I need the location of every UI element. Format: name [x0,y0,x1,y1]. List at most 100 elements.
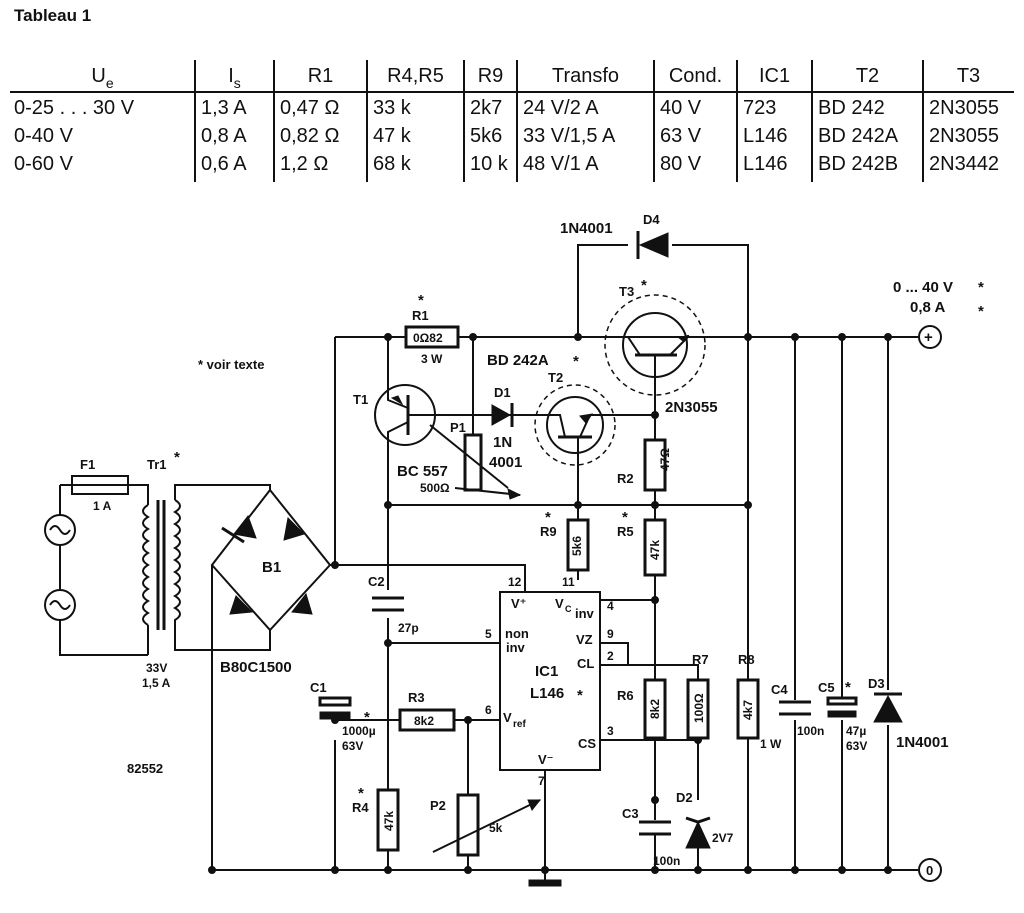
table-title: Tableau 1 [14,6,92,25]
table-header-cell: R9 [478,65,504,87]
d1-type2: 4001 [489,454,522,471]
table-cell: BD 242A [818,125,899,147]
r4-label: R4 [352,800,369,815]
t3-label: T3 [619,284,634,299]
p2-label: P2 [430,798,446,813]
t3-star: * [641,277,647,294]
table-cell: L146 [743,153,788,175]
table-cell: 33 k [373,97,412,119]
c5-value2: 63V [846,739,867,753]
t2-label: T2 [548,370,563,385]
table-cell: 2N3055 [929,125,999,147]
b1-label: B1 [262,559,281,576]
resistor-r5: 47k R5 * [617,509,667,577]
output-current-star: * [978,303,984,320]
c3-value: 100n [653,854,680,868]
ic1-vref: V [503,710,512,725]
table-cell: 723 [743,97,776,119]
table-cell: 40 V [660,97,702,119]
c1-label: C1 [310,680,327,695]
r3-label: R3 [408,690,425,705]
d3-label: D3 [868,676,885,691]
table-header-cell: R1 [308,65,334,87]
table-cell: 0,8 A [201,125,247,147]
r7-label: R7 [692,652,709,667]
t1-label: T1 [353,392,368,407]
table-cell: 47 k [373,125,412,147]
r6-value: 8k2 [648,699,662,719]
d1-label: D1 [494,385,511,400]
c1-value2: 63V [342,739,363,753]
table-cell: 1,2 Ω [280,153,328,175]
table-cell: BD 242B [818,153,898,175]
resistor-r2: 47Ω R2 [617,438,672,492]
ic1-type: L146 [530,685,564,702]
b1-type: B80C1500 [220,659,292,676]
d1-type1: 1N [493,434,512,451]
resistor-r1: 0Ω82 R1 * 3 W [404,292,460,366]
d2-value: 2V7 [712,831,734,845]
ic1-pin-9: 9 [607,627,614,641]
tr1-star: * [174,449,180,466]
table-cell: 10 k [470,153,509,175]
ic1-vz: VZ [576,632,593,647]
resistor-r3: 8k2 R3 [398,690,456,732]
capacitor-c3: C3 100n [622,806,680,868]
ic1-vc-sub: C [565,604,572,614]
r8-label: R8 [738,652,755,667]
ic1-pin-11: 11 [562,575,575,589]
t2-type: BD 242A [487,352,549,369]
table-cell: 33 V/1,5 A [523,125,616,147]
table-header-cell: T3 [957,65,980,87]
output-current: 0,8 A [910,299,945,316]
r1-star: * [418,292,424,309]
transistor-t2: T2 BD 242A * [487,352,655,466]
table-cell: 48 V/1 A [523,153,599,175]
r1-label: R1 [412,308,429,323]
r9-value: 5k6 [570,536,584,556]
ic1-star: * [577,687,583,704]
ic1-pin-12: 12 [508,575,522,589]
table-cell: 2k7 [470,97,502,119]
r9-star: * [545,509,551,526]
tr1-value1: 33V [146,661,167,675]
transistor-t3: T3 * 2N3055 [578,277,718,416]
d2-label: D2 [676,790,693,805]
output-voltage: 0 ... 40 V [893,279,953,296]
ac-source-icon [44,514,76,621]
c5-value1: 47µ [846,724,866,738]
tr1-value2: 1,5 A [142,676,171,690]
table-cell: 2N3442 [929,153,999,175]
table-header-subscript: e [106,75,114,91]
table-cell: 80 V [660,153,702,175]
figure-id: 82552 [127,761,163,776]
table-cell: 0-40 V [14,125,74,147]
table-header-cell: IC1 [759,65,790,87]
table-cell: 0,6 A [201,153,247,175]
ic1-vminus: V⁻ [538,752,554,767]
diode-d1: D1 1N 4001 [489,385,522,471]
table-header-cell: T2 [856,65,879,87]
r4-value: 47k [382,811,396,831]
output-zero: 0 [926,863,933,878]
r9-label: R9 [540,524,557,539]
capacitor-c5: C5 * 47µ 63V [818,679,867,753]
output-voltage-star: * [978,279,984,296]
t3-type: 2N3055 [665,399,718,416]
ic1-cs: CS [578,736,596,751]
r1-value: 0Ω82 [413,331,443,345]
ic1-vref-sub: ref [513,719,526,730]
table-cell: 1,3 A [201,97,247,119]
ic1-vplus: V⁺ [511,596,527,611]
resistor-r7: 100Ω R7 [686,652,710,740]
output-terminals: + 0 0 ... 40 V * 0,8 A * [893,279,984,882]
d3-type: 1N4001 [896,734,949,751]
c1-star: * [364,709,370,726]
table-header-cell: Transfo [552,65,619,87]
table-header-cell: Cond. [669,65,722,87]
d4-type: 1N4001 [560,220,613,237]
c2-value: 27p [398,621,419,635]
table-cell: 0,82 Ω [280,125,339,147]
c3-label: C3 [622,806,639,821]
ic1-l146: 12 11 4 9 2 5 6 3 7 V⁺ V C inv non inv V… [485,575,614,788]
